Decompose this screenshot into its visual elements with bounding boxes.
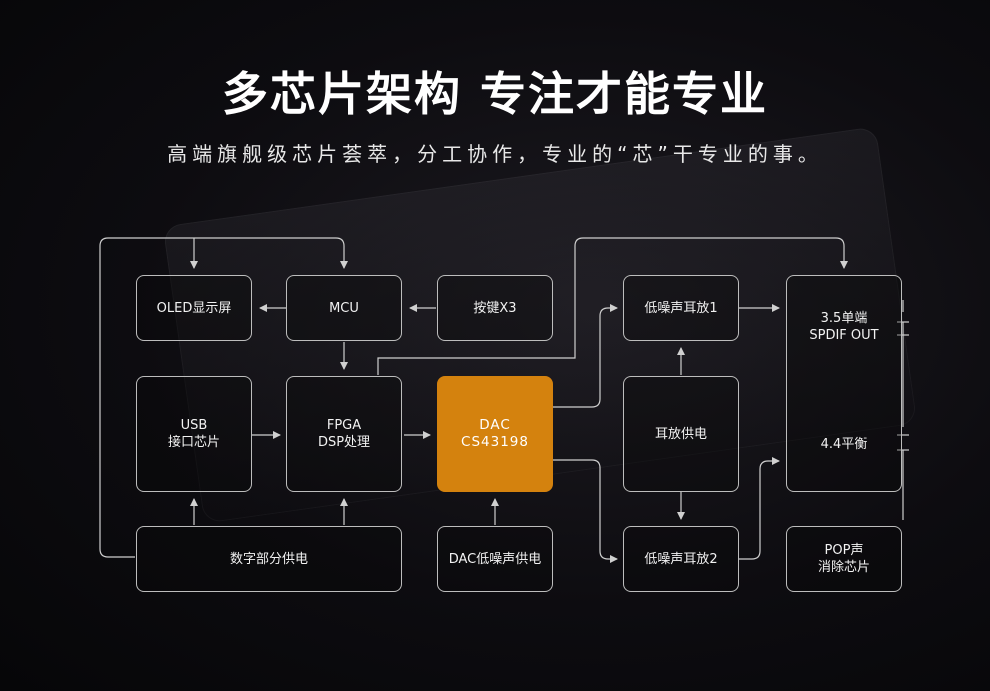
wire-fpga-to-spdif <box>377 237 848 375</box>
output-block: 3.5单端 SPDIF OUT 4.4平衡 <box>786 275 902 492</box>
mcu-block: MCU <box>286 275 402 341</box>
wire-dac-to-lna2 <box>553 459 618 563</box>
mcu-label: MCU <box>329 300 359 316</box>
low-noise-amp-1-block: 低噪声耳放1 <box>623 275 739 341</box>
page-subtitle: 高端旗舰级芯片荟萃，分工协作，专业的“芯”干专业的事。 <box>167 142 823 166</box>
pop-noise-chip-block: POP声 消除芯片 <box>786 526 902 592</box>
usb-chip-block: USB 接口芯片 <box>136 376 252 492</box>
low-noise-amp-1-label: 低噪声耳放1 <box>644 300 718 316</box>
output-single-ended-spdif-label: 3.5单端 SPDIF OUT <box>809 311 879 343</box>
low-noise-amp-2-label: 低噪声耳放2 <box>644 551 718 567</box>
digital-power-block: 数字部分供电 <box>136 526 402 592</box>
page-title: 多芯片架构 专注才能专业 <box>221 67 768 121</box>
keys-label: 按键X3 <box>473 300 517 316</box>
wire-dac-to-lna1 <box>553 304 618 408</box>
headphone-amp-power-label: 耳放供电 <box>654 426 707 442</box>
low-noise-amp-2-block: 低噪声耳放2 <box>623 526 739 592</box>
dac-low-noise-power-block: DAC低噪声供电 <box>437 526 553 592</box>
oled-display-block: OLED显示屏 <box>136 275 252 341</box>
dac-chip-label: DAC CS43198 <box>461 417 529 450</box>
dac-chip-block: DAC CS43198 <box>437 376 553 492</box>
keys-block: 按键X3 <box>437 275 553 341</box>
dac-low-noise-power-label: DAC低噪声供电 <box>448 551 542 567</box>
wire-power-loop <box>99 237 348 558</box>
digital-power-label: 数字部分供电 <box>229 551 308 567</box>
pop-noise-chip-label: POP声 消除芯片 <box>817 543 870 575</box>
usb-chip-label: USB 接口芯片 <box>167 418 220 450</box>
fpga-dsp-block: FPGA DSP处理 <box>286 376 402 492</box>
fpga-dsp-label: FPGA DSP处理 <box>317 418 371 450</box>
headphone-amp-power-block: 耳放供电 <box>623 376 739 492</box>
output-balanced-label: 4.4平衡 <box>820 437 868 452</box>
oled-display-label: OLED显示屏 <box>156 300 232 316</box>
wire-lna2-to-out <box>739 457 780 560</box>
